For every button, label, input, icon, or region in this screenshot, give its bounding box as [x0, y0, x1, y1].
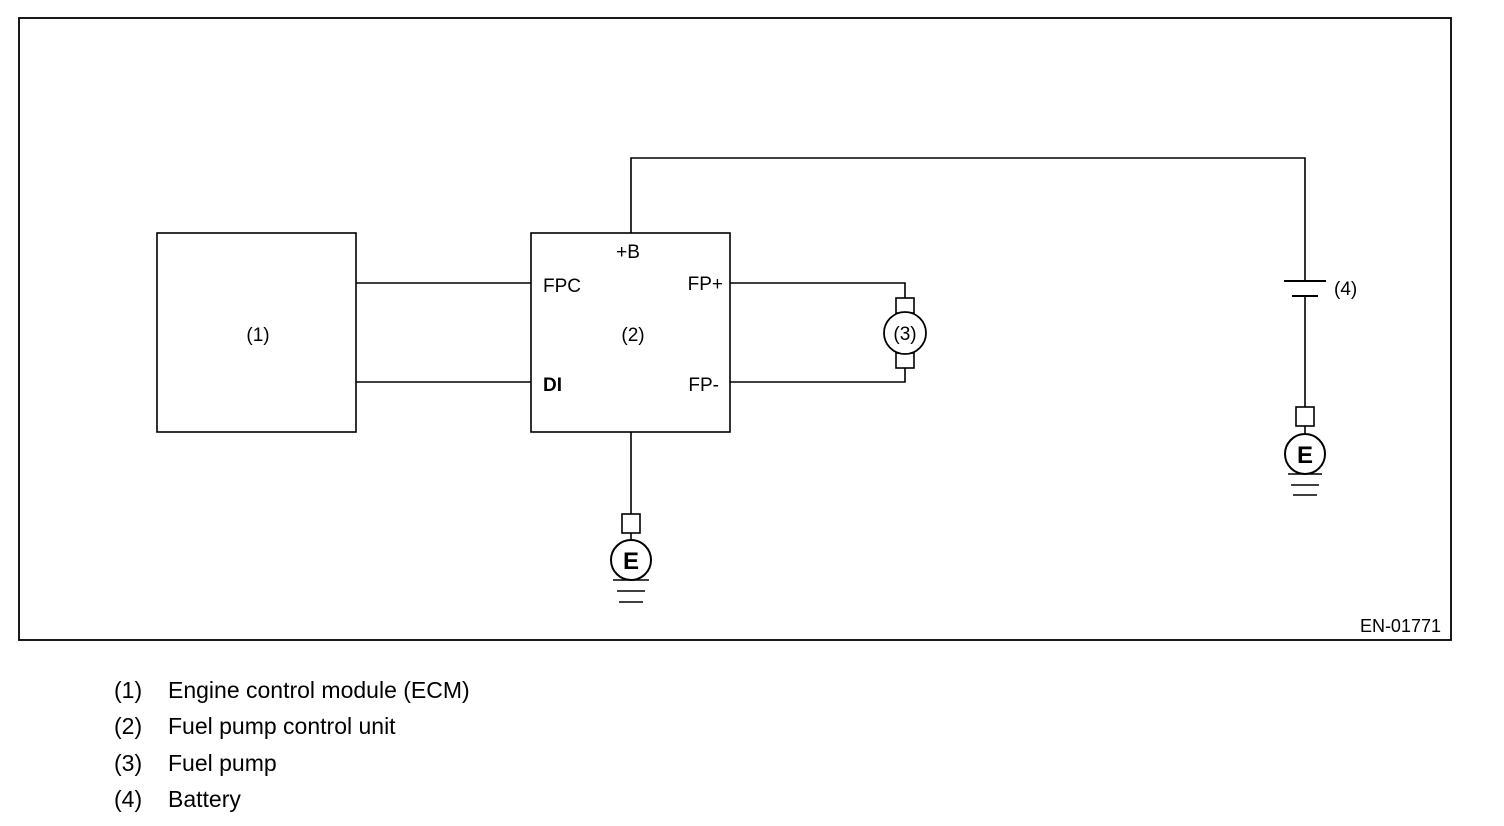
diagram-frame — [18, 17, 1452, 641]
ground-control-unit: E — [610, 513, 652, 603]
control-unit-box — [530, 232, 731, 433]
ground-control-unit-letter: E — [623, 548, 639, 575]
wire-fp-minus — [730, 368, 906, 383]
legend-item: (1) Engine control module (ECM) — [114, 672, 470, 709]
legend-number: (2) — [114, 713, 143, 740]
ground-battery: E — [1284, 406, 1326, 496]
figure-id: EN-01771 — [1360, 616, 1441, 636]
terminal-di: DI — [543, 375, 562, 396]
legend-item: (2) Fuel pump control unit — [114, 709, 470, 746]
terminal-fpc: FPC — [543, 276, 581, 297]
ecm-box — [156, 232, 357, 433]
control-unit-tag: (2) — [621, 325, 644, 346]
legend-number: (3) — [114, 749, 143, 776]
terminal-fp-plus: FP+ — [688, 274, 723, 295]
battery-tag: (4) — [1334, 279, 1357, 300]
ground-battery-letter: E — [1297, 442, 1313, 469]
legend-text: Engine control module (ECM) — [168, 676, 470, 703]
legend-number: (1) — [114, 676, 143, 703]
wire-fp-plus — [730, 282, 906, 298]
legend-item: (3) Fuel pump — [114, 745, 470, 782]
fuel-pump-motor — [883, 297, 927, 369]
legend: (1) Engine control module (ECM) (2) Fuel… — [114, 672, 470, 818]
wire-power — [630, 157, 1306, 280]
terminal-fp-minus: FP- — [688, 375, 719, 396]
pump-tag: (3) — [893, 324, 916, 345]
ecm-tag: (1) — [246, 325, 269, 346]
legend-number: (4) — [114, 786, 143, 813]
legend-item: (4) Battery — [114, 782, 470, 819]
legend-text: Fuel pump control unit — [168, 713, 396, 740]
wiring-diagram: (1) (2) +B FPC DI FP+ FP- (4) E (3) E — [18, 17, 1452, 641]
legend-text: Fuel pump — [168, 749, 277, 776]
terminal-power: +B — [616, 242, 640, 263]
legend-text: Battery — [168, 786, 241, 813]
